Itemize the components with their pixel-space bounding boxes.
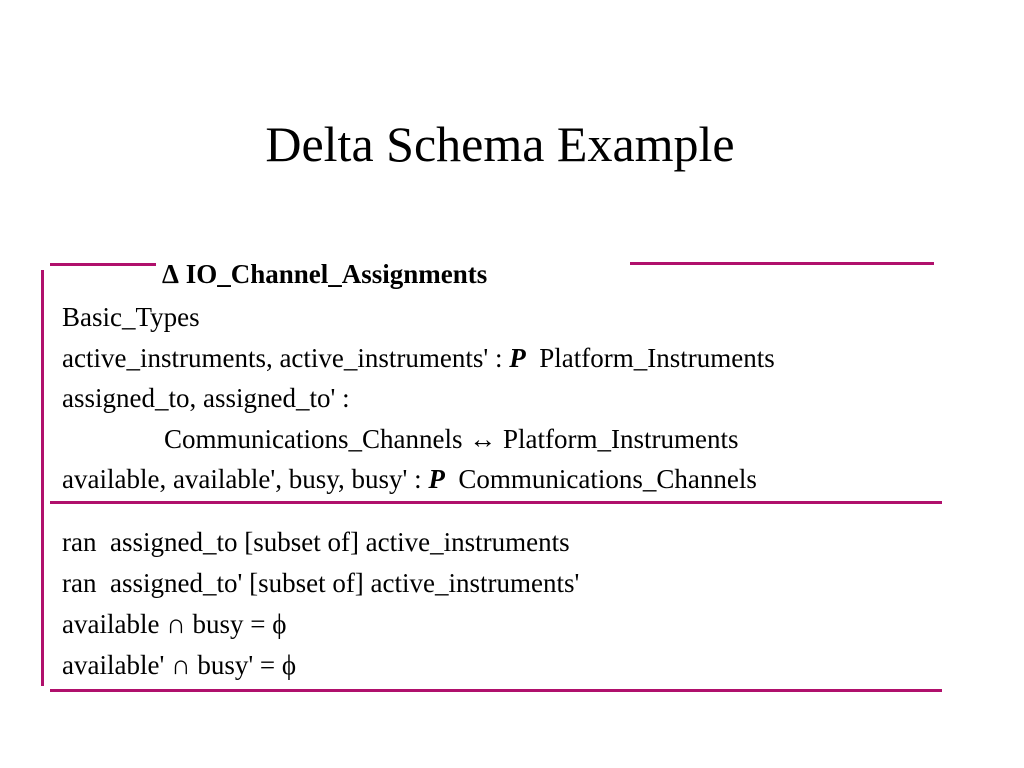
- predicate-available-busy-prime: available' ∩ busy' = ϕ: [62, 649, 296, 681]
- slide-title: Delta Schema Example: [265, 116, 735, 172]
- delta-symbol: Δ: [162, 259, 179, 289]
- schema-divider-rule: [50, 501, 942, 504]
- predicate-ran-assigned-to-prime: ran assigned_to' [subset of] active_inst…: [62, 568, 580, 598]
- declaration-assigned-to-type: Communications_Channels ↔ Platform_Instr…: [164, 423, 738, 455]
- declaration-basic-types: Basic_Types: [62, 302, 200, 332]
- powerset-symbol: P: [428, 464, 445, 494]
- empty-set-symbol: ϕ: [272, 609, 287, 639]
- intersection-symbol: ∩: [171, 650, 191, 680]
- declaration-available-busy-type: Communications_Channels: [444, 464, 757, 494]
- declaration-available-busy: available, available', busy, busy' : P C…: [62, 463, 757, 495]
- schema-name-label: IO_Channel_Assignments: [185, 259, 488, 289]
- empty-set-symbol: ϕ: [281, 650, 297, 680]
- intersection-symbol: ∩: [166, 609, 186, 639]
- powerset-symbol: P: [509, 343, 526, 373]
- declaration-assigned-to-domain: Communications_Channels: [164, 424, 470, 454]
- schema-name: Δ IO_Channel_Assignments: [162, 258, 487, 290]
- predicate-available-busy: available ∩ busy = ϕ: [62, 608, 286, 640]
- declaration-active-instruments: active_instruments, active_instruments' …: [62, 342, 775, 374]
- declaration-active-instruments-text: active_instruments, active_instruments' …: [62, 343, 510, 373]
- schema-left-border: [41, 270, 44, 686]
- predicate-busy-text: busy =: [185, 609, 273, 639]
- relation-arrow-icon: ↔: [469, 424, 497, 454]
- schema-top-left-rule: [50, 263, 156, 266]
- schema-bottom-rule: [50, 689, 942, 692]
- predicate-available-text: available: [62, 609, 167, 639]
- declaration-assigned-to: assigned_to, assigned_to' :: [62, 383, 350, 413]
- predicate-available-prime-text: available': [62, 650, 172, 680]
- declaration-active-instruments-type: Platform_Instruments: [525, 343, 775, 373]
- declaration-assigned-to-range: Platform_Instruments: [496, 424, 739, 454]
- predicate-ran-assigned-to: ran assigned_to [subset of] active_instr…: [62, 527, 570, 557]
- schema-top-right-rule: [630, 262, 934, 265]
- declaration-available-busy-text: available, available', busy, busy' :: [62, 464, 429, 494]
- predicate-busy-prime-text: busy' =: [190, 650, 282, 680]
